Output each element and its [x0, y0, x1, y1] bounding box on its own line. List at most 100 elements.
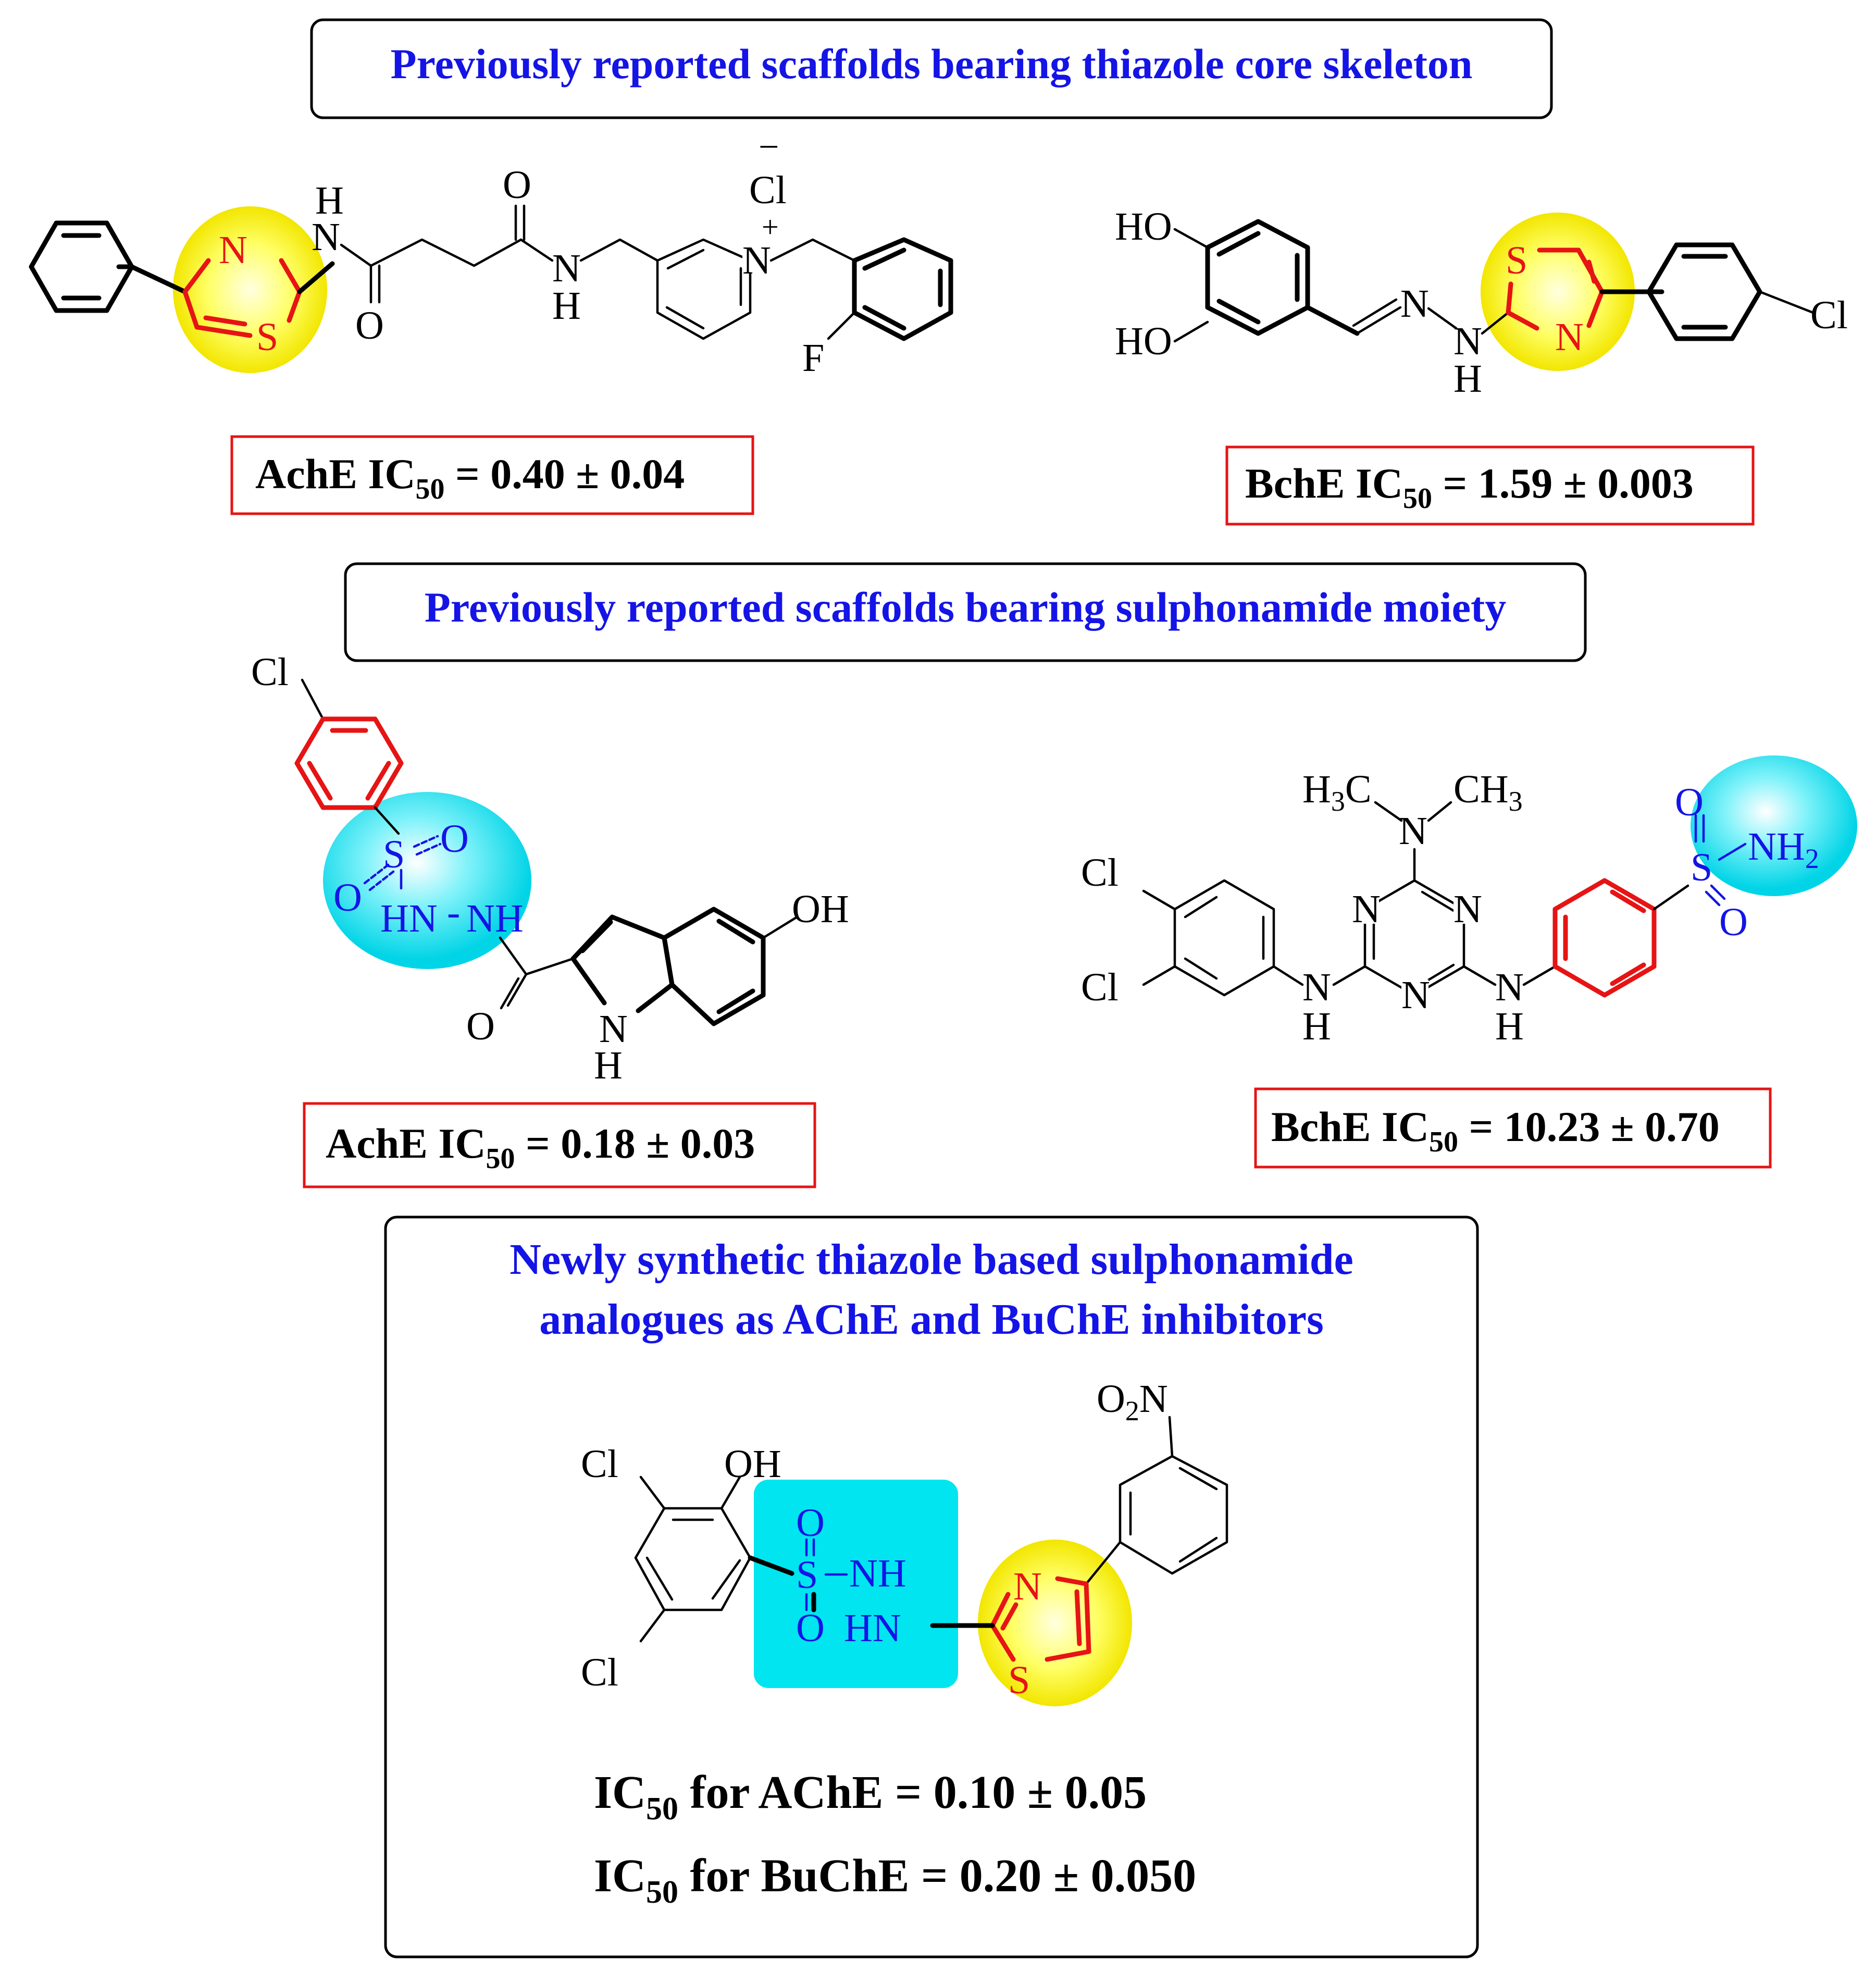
carbonyl-o1-atom: O: [355, 304, 384, 348]
sulfonamide-nh: NH: [1748, 825, 1805, 869]
positive-charge: +: [762, 210, 779, 244]
thiazole-highlight-2: [1481, 213, 1635, 371]
svg-text:BchE IC50 = 1.59 ± 0.003: BchE IC50 = 1.59 ± 0.003: [1245, 460, 1694, 515]
amine-nh2-h: H: [1495, 1004, 1524, 1048]
svg-text:IC50 for AChE = 0.10 ± 0.05: IC50 for AChE = 0.10 ± 0.05: [594, 1767, 1147, 1827]
indole-benzo-ring: [662, 907, 766, 1026]
triazine-n-a: N: [1352, 887, 1381, 931]
compound-1-value: = 0.40 ± 0.04: [445, 450, 685, 498]
oxygen-5b: O: [796, 1606, 825, 1650]
sulfur-atom-4: S: [1691, 846, 1712, 889]
new-header-line-2: analogues as AChE and BuChE inhibitors: [539, 1295, 1324, 1344]
nitro-sub: 2: [1125, 1395, 1139, 1427]
chlorine-5b: Cl: [581, 1651, 618, 1694]
compound-3-value: = 0.18 ± 0.03: [515, 1120, 755, 1167]
thiazole-section-header: Previously reported scaffolds bearing th…: [310, 18, 1553, 119]
oxygen-3b: O: [333, 876, 362, 920]
amine-n2-atom: N: [552, 246, 581, 290]
compound-3-structure: Cl S O O HN - NH O N H OH: [251, 650, 849, 1087]
compound-1-enzyme: AchE IC: [255, 450, 416, 498]
svg-text:H3C: H3C: [1302, 767, 1372, 817]
compound-5-structure: O2N N S HN NH S O O OH Cl: [581, 1377, 1228, 1706]
hydroxyl-2: HO: [1115, 319, 1172, 363]
svg-text:AchE IC50 = 0.40 ± 0.04: AchE IC50 = 0.40 ± 0.04: [255, 450, 685, 505]
compound-1-subscript: 50: [416, 473, 445, 505]
compound-5-activity: IC50 for AChE = 0.10 ± 0.05 IC50 for BuC…: [594, 1767, 1196, 1910]
triazine-n-b: N: [1453, 887, 1482, 931]
svg-text:CH3: CH3: [1453, 767, 1523, 817]
sulphonamide-section-header: Previously reported scaffolds bearing su…: [344, 562, 1587, 662]
compound-2-enzyme: BchE IC: [1245, 460, 1403, 507]
hydrazone-h: H: [1453, 357, 1482, 401]
amide-h-atom: H: [315, 179, 344, 222]
hydroxyl-3: OH: [792, 887, 849, 931]
carbonyl-o2-atom: O: [503, 163, 531, 207]
chlorophenyl-ring: [1646, 242, 1762, 341]
catechol-ring: [1205, 219, 1310, 336]
methyl-sub-a: 3: [1331, 786, 1345, 817]
compound-3-subscript: 50: [486, 1143, 515, 1175]
compound-2-value: = 1.59 ± 0.003: [1432, 460, 1694, 507]
compound-2-activity-box: BchE IC50 = 1.59 ± 0.003: [1225, 445, 1755, 526]
fluorine-atom: F: [802, 336, 824, 380]
dichlorophenyl-ring: [1173, 879, 1275, 997]
thiazole2-n-atom: N: [1555, 315, 1584, 359]
methyl-ch: CH: [1453, 767, 1509, 811]
compound-1-activity-box: AchE IC50 = 0.40 ± 0.04: [230, 435, 754, 515]
nitro-n: N: [1139, 1377, 1168, 1421]
thiazole3-s-atom: S: [1008, 1658, 1030, 1702]
pyridinium-n-atom: N: [742, 239, 771, 282]
ache-ic-subscript: 50: [646, 1791, 678, 1827]
ache-ic-label: IC: [594, 1767, 646, 1818]
oxygen-4a: O: [1675, 780, 1704, 824]
sulphonamide-highlight-1: [323, 792, 531, 969]
hydrazide-nh: NH: [466, 897, 524, 940]
sulphonamide-highlight-3: [754, 1480, 958, 1688]
triazine-n-c: N: [1401, 973, 1430, 1017]
compound-2-subscript: 50: [1403, 482, 1432, 515]
carbonyl-o3: O: [466, 1004, 495, 1048]
methyl-h3c: H: [1302, 767, 1331, 811]
fluorophenyl-ring: [852, 237, 953, 341]
compound-3-activity-box: AchE IC50 = 0.18 ± 0.03: [303, 1102, 816, 1188]
nitro-o: O: [1097, 1377, 1125, 1421]
svg-text:AchE IC50 = 0.18 ± 0.03: AchE IC50 = 0.18 ± 0.03: [326, 1120, 755, 1175]
compound-1-structure: N S H N O O N H N + Cl − F: [29, 127, 953, 380]
oxygen-3a: O: [440, 817, 469, 861]
amine-nh1-h: H: [1302, 1004, 1331, 1048]
sulphonamide-highlight-2: [1691, 755, 1857, 896]
oxygen-5a: O: [796, 1501, 825, 1545]
svg-text:IC50 for BuChE = 0.20 ± 0.050: IC50 for BuChE = 0.20 ± 0.050: [594, 1850, 1196, 1910]
svg-text:NH2: NH2: [1748, 825, 1819, 874]
ache-ic-value: for AChE = 0.10 ± 0.05: [678, 1767, 1147, 1818]
chlorine-3: Cl: [251, 650, 289, 694]
thiazole3-n-atom: N: [1013, 1565, 1042, 1608]
hydrazine-hn: HN: [844, 1606, 901, 1650]
amine-nh1-n: N: [1302, 965, 1331, 1009]
hydroxyl-1: HO: [1115, 205, 1172, 249]
hydrazone-n2: N: [1453, 319, 1482, 363]
thiazole-header-text: Previously reported scaffolds bearing th…: [390, 40, 1472, 88]
hydrazine-nh: NH: [849, 1552, 906, 1595]
thiazole-s-atom: S: [256, 315, 278, 359]
thiazole-n-atom: N: [219, 228, 247, 272]
compound-3-enzyme: AchE IC: [326, 1120, 486, 1167]
thiazole-highlight-3: [978, 1540, 1132, 1706]
compound-4-structure: H3C N CH3 N N N N H Cl Cl N H: [1081, 755, 1857, 1048]
pyridinium-ring: [656, 238, 752, 340]
sulphonamide-header-text: Previously reported scaffolds bearing su…: [425, 584, 1507, 631]
chloride-atom: Cl: [749, 168, 787, 212]
phenyl-ring: [29, 220, 134, 313]
compound-4-value: = 10.23 ± 0.70: [1458, 1103, 1720, 1150]
compound-4-subscript: 50: [1429, 1126, 1458, 1158]
nitrophenyl-ring: [1119, 1455, 1228, 1575]
dimethylamine-n: N: [1399, 809, 1427, 853]
compound-4-enzyme: BchE IC: [1271, 1103, 1429, 1150]
compound-2-structure: HO HO N N H S N Cl: [1115, 205, 1848, 401]
thiazole-bonds: [182, 289, 253, 338]
chlorine-2: Cl: [1810, 293, 1848, 337]
amine-h2-atom: H: [552, 284, 581, 328]
hydrazone-n1: N: [1400, 282, 1429, 326]
buche-ic-label: IC: [594, 1850, 646, 1902]
